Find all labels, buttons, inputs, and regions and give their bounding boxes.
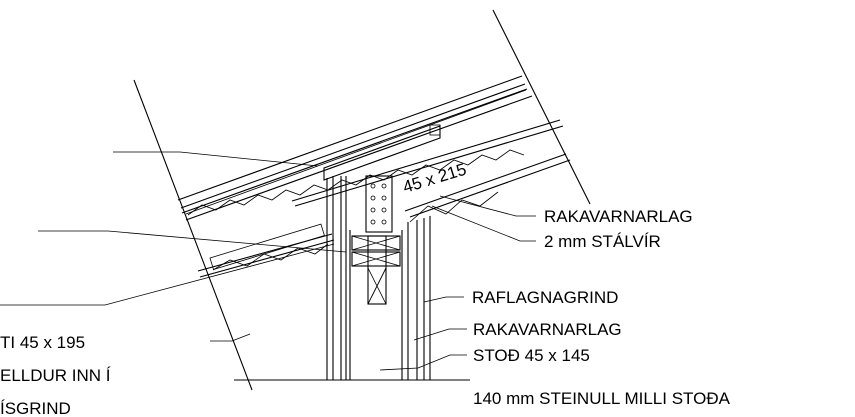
blocking-cross-braces xyxy=(351,235,401,305)
label-left-line3: ÍSGRIND xyxy=(0,399,71,417)
truss-lower-left xyxy=(209,223,329,271)
beam-45x215 xyxy=(323,124,441,181)
label-left-line1: TI 45 x 195 xyxy=(0,333,85,352)
label-left-line2: ELLDUR INN Í xyxy=(0,366,111,385)
label-stod: STOÐ 45 x 145 xyxy=(473,346,590,365)
label-rakavarnarlag-wall: RAKAVARNARLAG xyxy=(473,320,622,339)
label-steinull: 140 mm STEINULL MILLI STOÐA xyxy=(473,389,731,408)
truss-upper xyxy=(185,89,527,216)
label-rakavarnarlag-top: RAKAVARNARLAG xyxy=(544,207,693,226)
label-stalvir: 2 mm STÁLVÍR xyxy=(544,232,661,251)
label-raflagnagrind: RAFLAGNAGRIND xyxy=(472,288,618,307)
leader-lines xyxy=(0,151,536,371)
guide-lines xyxy=(133,9,591,391)
wall-studs xyxy=(326,176,431,380)
truss-lower-right xyxy=(409,191,499,223)
connector-plate xyxy=(365,175,393,233)
